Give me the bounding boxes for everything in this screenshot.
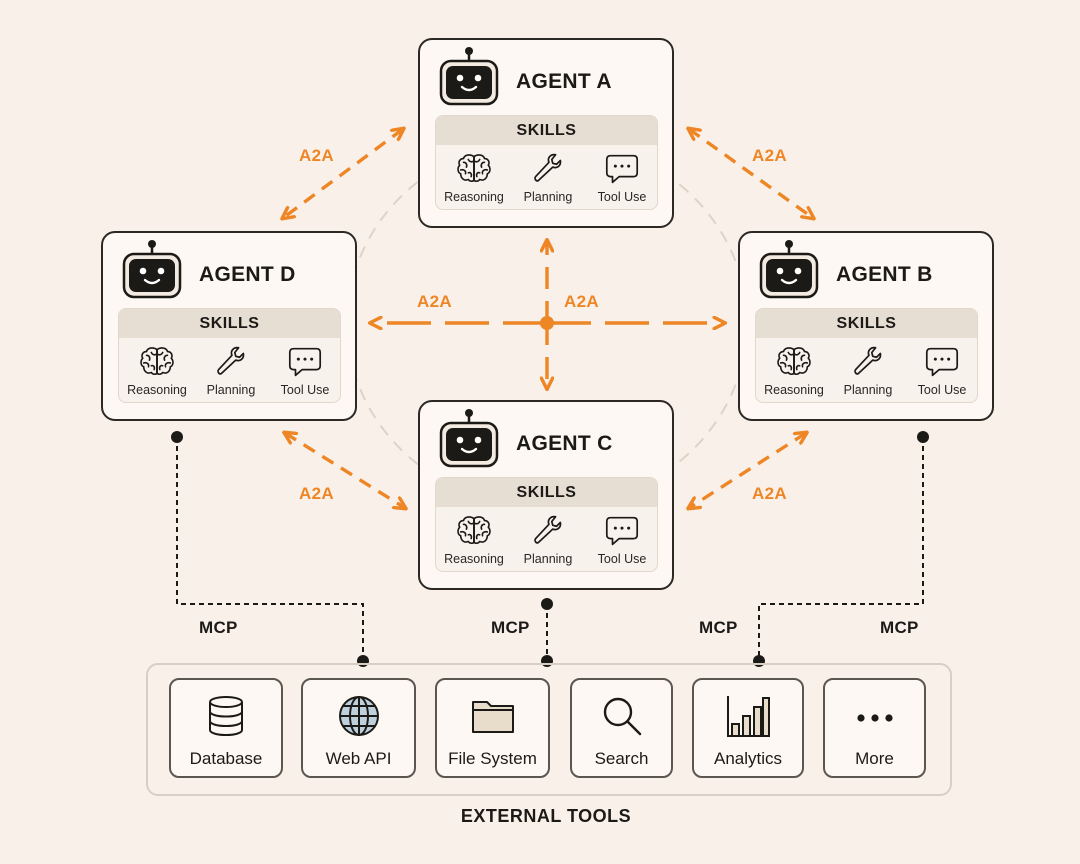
tool-label: Search: [594, 749, 649, 768]
skill-label: Reasoning: [127, 383, 187, 397]
agent-card-c[interactable]: AGENT C SKILLS Reasoning Plann: [418, 400, 674, 590]
skills-title: SKILLS: [756, 309, 977, 338]
agent-card-b[interactable]: AGENT B SKILLS Reasoning Plann: [738, 231, 994, 421]
globe-icon: [338, 696, 379, 736]
search-icon: [603, 697, 641, 736]
agent-name: AGENT B: [836, 263, 933, 286]
skills-title: SKILLS: [119, 309, 340, 338]
external-tools-panel: [146, 663, 952, 796]
a2a-hub-node: [540, 316, 554, 330]
wrench-icon: [854, 346, 882, 375]
skill-label: Tool Use: [280, 383, 330, 397]
agent-name: AGENT D: [199, 263, 296, 286]
skills-title: SKILLS: [436, 116, 657, 145]
tool-analytics[interactable]: Analytics: [692, 678, 804, 778]
tool-database[interactable]: Database: [169, 678, 283, 778]
skill-tool-use: Tool Use: [586, 150, 657, 204]
skill-label: Planning: [523, 190, 573, 204]
chat-bubble-icon: [925, 347, 959, 377]
mcp-dot: [541, 598, 553, 610]
skill-label: Planning: [843, 383, 893, 397]
skill-label: Tool Use: [597, 552, 647, 566]
skill-planning: Planning: [512, 512, 584, 566]
skills-panel: SKILLS Reasoning Planning: [118, 308, 341, 403]
agent-card-a[interactable]: AGENT A SKILLS Reasoning Plann: [418, 38, 674, 228]
skill-label: Tool Use: [597, 190, 647, 204]
brain-icon: [140, 347, 174, 376]
chat-bubble-icon: [288, 347, 322, 377]
skill-reasoning: Reasoning: [121, 343, 193, 397]
mcp-label: MCP: [699, 618, 738, 637]
skills-panel: SKILLS Reasoning Planning: [755, 308, 978, 403]
mcp-dot: [917, 431, 929, 443]
chat-bubble-icon: [605, 154, 639, 184]
tool-label: File System: [448, 749, 537, 768]
robot-icon: [439, 47, 499, 106]
a2a-arrow-d-c: [285, 433, 405, 508]
skill-label: Tool Use: [917, 383, 967, 397]
a2a-arrow-b-c: [689, 433, 806, 508]
skill-planning: Planning: [512, 150, 584, 204]
skill-reasoning: Reasoning: [438, 150, 510, 204]
a2a-label: A2A: [299, 146, 334, 165]
mcp-label: MCP: [880, 618, 919, 637]
skill-label: Planning: [523, 552, 573, 566]
external-tools-title: EXTERNAL TOOLS: [460, 806, 632, 826]
wrench-icon: [534, 153, 562, 182]
skills-panel: SKILLS Reasoning Planning: [435, 477, 658, 572]
skill-planning: Planning: [195, 343, 267, 397]
mcp-dot: [171, 431, 183, 443]
mcp-line-agent-d: [176, 437, 364, 661]
agent-card-d[interactable]: AGENT D SKILLS Reasoning Plann: [101, 231, 357, 421]
brain-icon: [457, 516, 491, 545]
skills-title: SKILLS: [436, 478, 657, 507]
folder-icon: [471, 701, 514, 733]
skill-label: Planning: [206, 383, 256, 397]
tool-label: Analytics: [713, 749, 783, 768]
robot-icon: [122, 240, 182, 299]
skill-planning: Planning: [832, 343, 904, 397]
a2a-label: A2A: [564, 292, 599, 311]
more-icon: [856, 714, 893, 722]
skill-tool-use: Tool Use: [586, 512, 657, 566]
tool-search[interactable]: Search: [570, 678, 673, 778]
bar-chart-icon: [727, 696, 770, 737]
brain-icon: [777, 347, 811, 376]
robot-icon: [439, 409, 499, 468]
robot-icon: [759, 240, 819, 299]
agent-name: AGENT C: [516, 432, 613, 455]
a2a-arrow-a-d: [283, 129, 403, 218]
mcp-line-agent-b: [758, 437, 924, 661]
tool-web-api[interactable]: Web API: [301, 678, 416, 778]
skill-reasoning: Reasoning: [758, 343, 830, 397]
tool-label: Web API: [325, 749, 392, 768]
agent-name: AGENT A: [516, 70, 612, 93]
mcp-label: MCP: [199, 618, 238, 637]
skill-tool-use: Tool Use: [269, 343, 340, 397]
a2a-label: A2A: [752, 484, 787, 503]
skill-tool-use: Tool Use: [906, 343, 977, 397]
wrench-icon: [217, 346, 245, 375]
skills-panel: SKILLS Reasoning Planning: [435, 115, 658, 210]
a2a-label: A2A: [417, 292, 452, 311]
a2a-label: A2A: [299, 484, 334, 503]
skill-label: Reasoning: [444, 190, 504, 204]
tool-label: Database: [189, 749, 263, 768]
tool-file-system[interactable]: File System: [435, 678, 550, 778]
tool-label: More: [855, 749, 894, 768]
chat-bubble-icon: [605, 516, 639, 546]
mcp-label: MCP: [491, 618, 530, 637]
skill-label: Reasoning: [764, 383, 824, 397]
tool-more[interactable]: More: [823, 678, 926, 778]
a2a-arrow-a-b: [689, 129, 813, 218]
a2a-label: A2A: [752, 146, 787, 165]
wrench-icon: [534, 515, 562, 544]
skill-label: Reasoning: [444, 552, 504, 566]
brain-icon: [457, 154, 491, 183]
database-icon: [209, 696, 243, 737]
skill-reasoning: Reasoning: [438, 512, 510, 566]
